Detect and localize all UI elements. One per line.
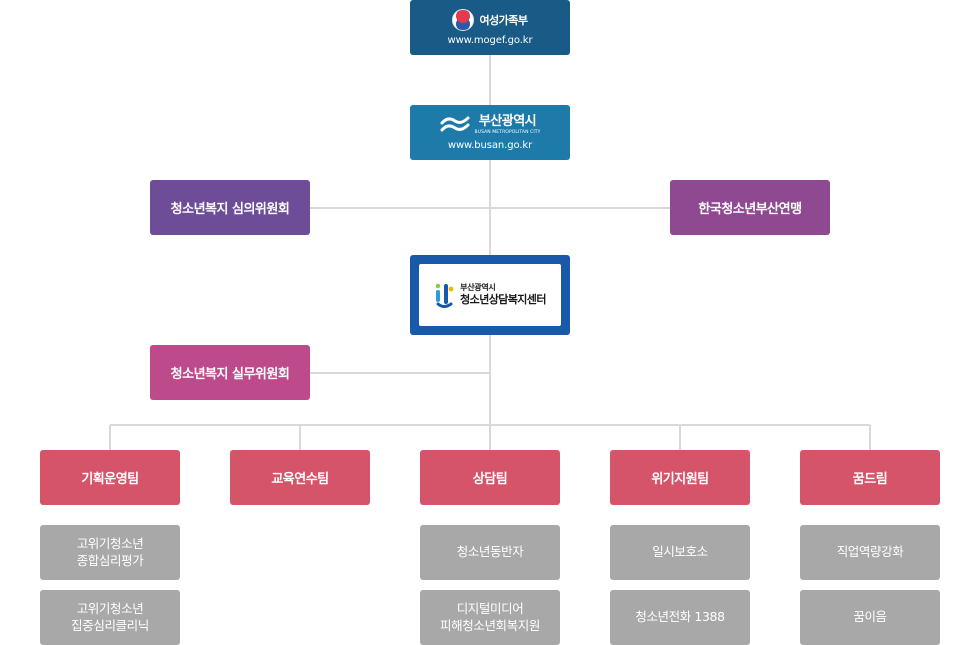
busan-subtitle: BUSAN METROPOLITAN CITY bbox=[474, 130, 541, 135]
team-counseling-box[interactable]: 상담팀 bbox=[420, 450, 560, 505]
sub-unit-line: 일시보호소 bbox=[652, 544, 708, 560]
committee-right-label: 한국청소년부산연맹 bbox=[698, 202, 802, 217]
center-name-line2: 청소년상담복지센터 bbox=[460, 292, 546, 306]
sub-unit-line: 고위기청소년 bbox=[76, 600, 144, 616]
working-committee-label: 청소년복지 실무위원회 bbox=[170, 367, 290, 382]
team-label: 위기지원팀 bbox=[651, 472, 709, 487]
busan-box[interactable]: 부산광역시 BUSAN METROPOLITAN CITY www.busan.… bbox=[410, 105, 570, 160]
sub-unit-box[interactable]: 청소년동반자 bbox=[420, 525, 560, 580]
korea-emblem-icon bbox=[452, 9, 475, 31]
team-label: 교육연수팀 bbox=[271, 472, 329, 487]
team-label: 상담팀 bbox=[472, 472, 508, 487]
sub-unit-line: 집중심리클리닉 bbox=[71, 617, 149, 633]
sub-unit-box[interactable]: 일시보호소 bbox=[610, 525, 750, 580]
sub-unit-line: 꿈이음 bbox=[853, 609, 887, 625]
sub-unit-line: 청소년동반자 bbox=[456, 544, 524, 560]
mogef-logo: 여성가족부 bbox=[452, 9, 528, 31]
sub-unit-box[interactable]: 고위기청소년 종합심리평가 bbox=[40, 525, 180, 580]
busan-logo: 부산광역시 BUSAN METROPOLITAN CITY bbox=[440, 114, 541, 136]
committee-left-label: 청소년복지 심의위원회 bbox=[170, 202, 290, 217]
busan-name: 부산광역시 bbox=[478, 114, 537, 129]
center-logo: 부산광역시 청소년상담복지센터 bbox=[419, 264, 561, 326]
team-crisis-support-box[interactable]: 위기지원팀 bbox=[610, 450, 750, 505]
sub-unit-box[interactable]: 고위기청소년 집중심리클리닉 bbox=[40, 590, 180, 645]
sub-unit-box[interactable]: 디지털미디어 피해청소년회복지원 bbox=[420, 590, 560, 645]
sub-unit-line: 고위기청소년 bbox=[76, 535, 144, 551]
mogef-url: www.mogef.go.kr bbox=[447, 35, 533, 46]
team-label: 꿈드림 bbox=[852, 472, 888, 487]
mogef-box[interactable]: 여성가족부 www.mogef.go.kr bbox=[410, 0, 570, 55]
sub-unit-box[interactable]: 청소년전화 1388 bbox=[610, 590, 750, 645]
busan-url: www.busan.go.kr bbox=[447, 140, 533, 151]
working-committee-box[interactable]: 청소년복지 실무위원회 bbox=[150, 345, 310, 400]
team-planning-box[interactable]: 기획운영팀 bbox=[40, 450, 180, 505]
committee-left-box[interactable]: 청소년복지 심의위원회 bbox=[150, 180, 310, 235]
sub-unit-box[interactable]: 꿈이음 bbox=[800, 590, 940, 645]
committee-right-box[interactable]: 한국청소년부산연맹 bbox=[670, 180, 830, 235]
sub-unit-line: 피해청소년회복지원 bbox=[440, 617, 540, 633]
team-education-box[interactable]: 교육연수팀 bbox=[230, 450, 370, 505]
center-name-line1: 부산광역시 bbox=[460, 283, 496, 292]
team-label: 기획운영팀 bbox=[81, 472, 139, 487]
mogef-name: 여성가족부 bbox=[479, 14, 528, 27]
sub-unit-line: 디지털미디어 bbox=[456, 600, 524, 616]
center-symbol-icon bbox=[435, 283, 454, 308]
sub-unit-line: 종합심리평가 bbox=[76, 552, 144, 568]
sub-unit-box[interactable]: 직업역량강화 bbox=[800, 525, 940, 580]
center-box[interactable]: 부산광역시 청소년상담복지센터 bbox=[410, 255, 570, 335]
busan-wave-icon bbox=[440, 116, 469, 132]
team-dream-box[interactable]: 꿈드림 bbox=[800, 450, 940, 505]
sub-unit-line: 직업역량강화 bbox=[836, 544, 904, 560]
sub-unit-line: 청소년전화 1388 bbox=[635, 609, 725, 625]
